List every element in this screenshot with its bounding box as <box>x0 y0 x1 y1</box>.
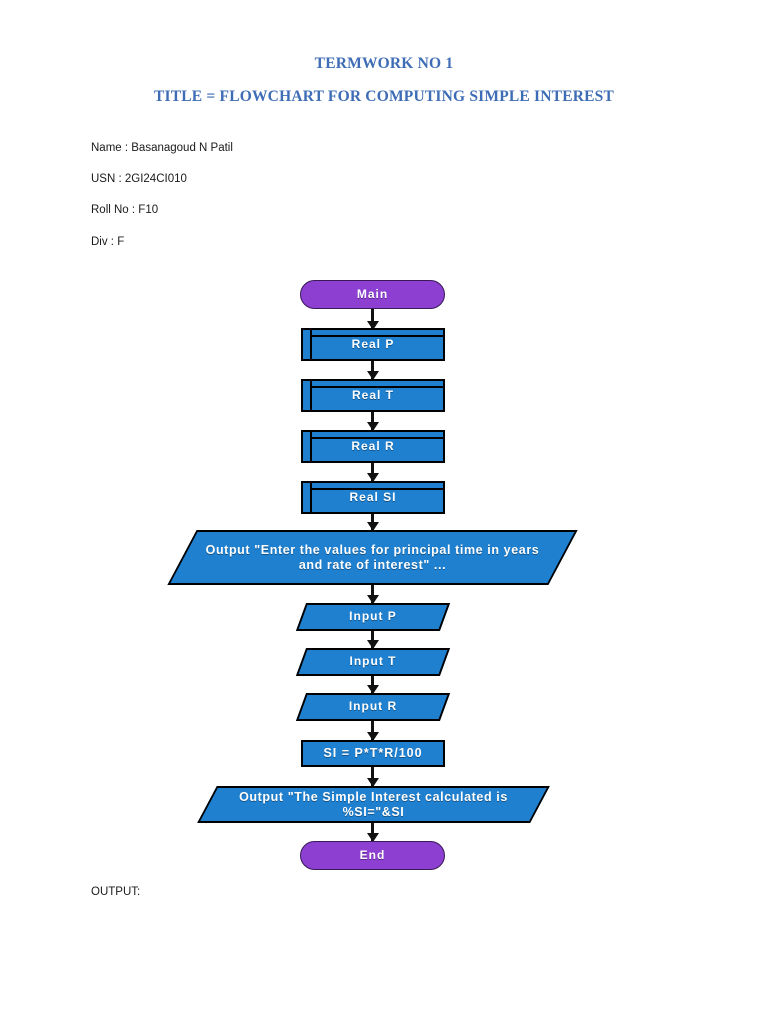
flowchart-node-decl-si: Real SI <box>301 481 445 514</box>
connector-decl-t-to-decl-r <box>366 412 379 431</box>
flowchart-node-label: Real R <box>351 438 395 453</box>
flowchart-node-label: Input R <box>348 699 398 714</box>
page-title-termwork: TERMWORK NO 1 <box>314 55 454 72</box>
flowchart-node-out-prompt: Output "Enter the values for principal t… <box>167 530 578 585</box>
flowchart-node-label: Output "Enter the values for principal t… <box>205 543 540 572</box>
connector-decl-r-to-decl-si <box>366 463 379 482</box>
connector-out-prompt-to-in-p <box>366 585 379 604</box>
flowchart-node-calc-si: SI = P*T*R/100 <box>301 740 445 767</box>
flowchart-node-label: Real SI <box>349 489 397 504</box>
flowchart-node-decl-t: Real T <box>301 379 445 412</box>
flowchart-node-label: SI = P*T*R/100 <box>323 746 423 761</box>
meta-roll-no: Roll No : F10 <box>91 204 159 216</box>
output-section-label: OUTPUT: <box>91 886 141 898</box>
flowchart-node-label: Input T <box>349 654 397 669</box>
connector-decl-si-to-out-prompt <box>366 514 379 531</box>
flowchart-node-label: Real T <box>351 387 394 402</box>
page-title-flowchart: TITLE = FLOWCHART FOR COMPUTING SIMPLE I… <box>153 88 615 105</box>
connector-in-r-to-calc-si <box>366 721 379 741</box>
flowchart-node-label: Real P <box>351 336 395 351</box>
flowchart-node-label: Output "The Simple Interest calculated i… <box>239 790 508 819</box>
flowchart-node-start: Main <box>300 280 445 309</box>
flowchart-node-decl-r: Real R <box>301 430 445 463</box>
connector-in-p-to-in-t <box>366 631 379 649</box>
connector-calc-si-to-out-si <box>366 767 379 787</box>
connector-decl-p-to-decl-t <box>366 361 379 380</box>
connector-in-t-to-in-r <box>366 676 379 694</box>
flowchart-node-label: Input P <box>349 609 397 624</box>
connector-out-si-to-end <box>366 823 379 842</box>
flowchart-node-in-t: Input T <box>295 648 451 676</box>
flowchart-node-in-r: Input R <box>295 693 451 721</box>
connector-start-to-decl-p <box>366 309 379 330</box>
flowchart-node-label: Main <box>356 286 389 301</box>
flowchart-node-decl-p: Real P <box>301 328 445 361</box>
meta-usn: USN : 2GI24CI010 <box>91 173 187 185</box>
flowchart-node-label: End <box>359 847 386 862</box>
flowchart-node-in-p: Input P <box>295 603 451 631</box>
meta-div: Div : F <box>91 236 125 248</box>
meta-name: Name : Basanagoud N Patil <box>91 142 233 154</box>
flowchart-node-out-si: Output "The Simple Interest calculated i… <box>197 786 550 823</box>
flowchart-node-end: End <box>300 841 445 870</box>
